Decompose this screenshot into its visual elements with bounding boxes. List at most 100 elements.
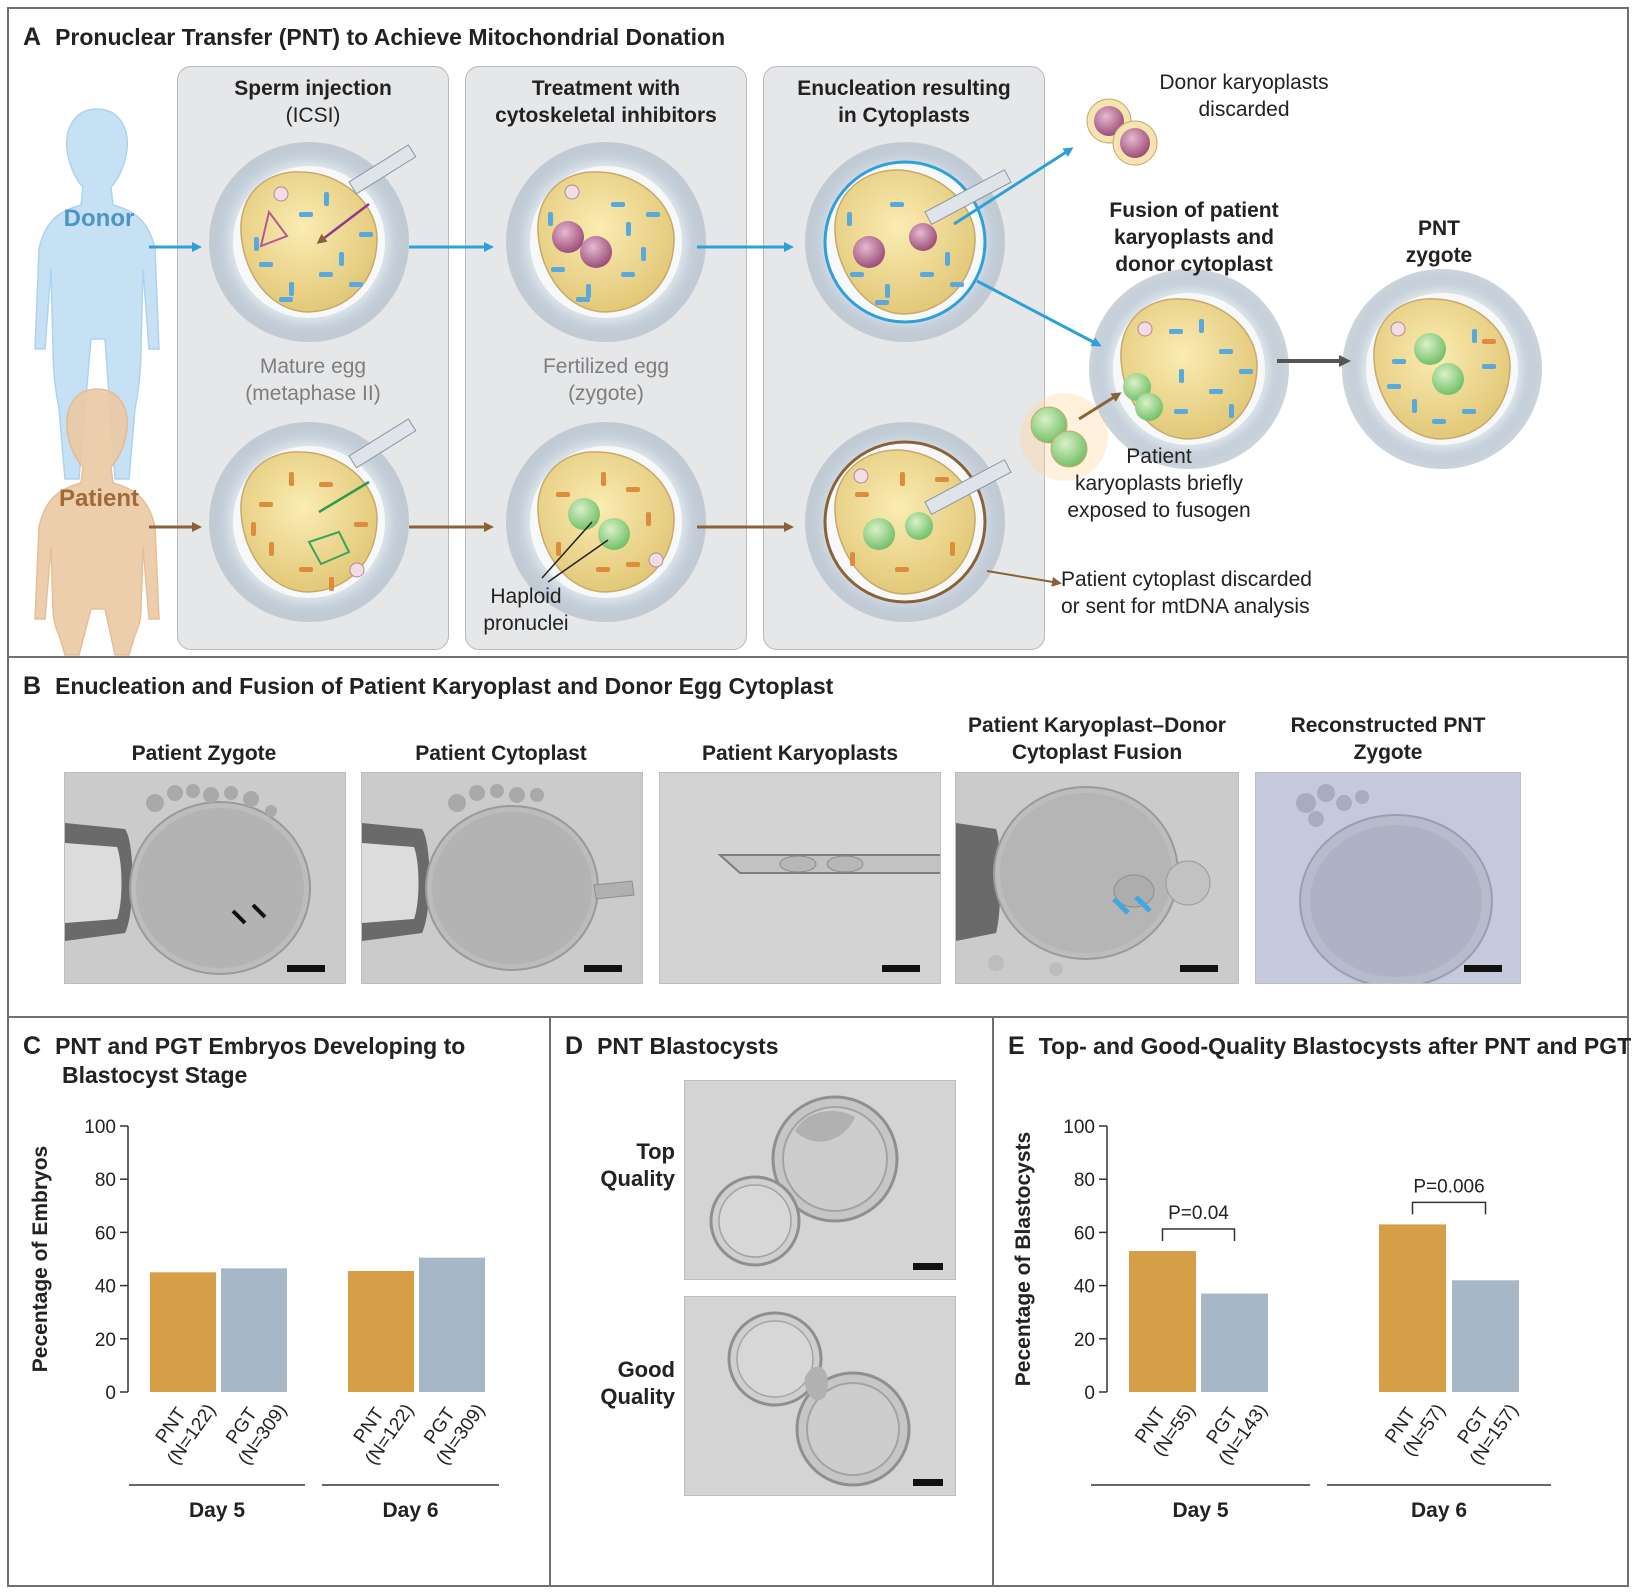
mature-egg-label: Mature egg (metaphase II)	[245, 355, 381, 405]
group-label: Day 6	[1411, 1499, 1467, 1522]
fused-egg	[1089, 269, 1289, 469]
p-value-label: P=0.04	[1168, 1203, 1229, 1224]
scale-bar	[584, 965, 622, 972]
patient-enucleated-egg	[805, 422, 1012, 622]
b-label-patient-karyoplasts: Patient Karyoplasts	[701, 742, 899, 765]
y-tick-label: 20	[95, 1330, 116, 1351]
x-tick-label: PNT(N=122)	[145, 1388, 220, 1469]
y-tick-label: 0	[1084, 1383, 1095, 1404]
panel-d-letter: D	[565, 1032, 584, 1060]
y-axis-title: Pecentage of Embryos	[29, 1146, 52, 1372]
patient-karyoplasts-label: Patient karyoplasts briefly exposed to f…	[1067, 445, 1251, 522]
donor-karyoplasts-label: Donor karyoplasts discarded	[1159, 71, 1329, 121]
photo-fusion	[955, 772, 1239, 984]
b-label-patient-cytoplast: Patient Cytoplast	[415, 742, 587, 765]
x-tick-label: PGT(N=309)	[216, 1388, 291, 1469]
good-quality-label: Good Quality	[600, 1357, 675, 1409]
bar	[1452, 1280, 1519, 1392]
y-tick-label: 80	[1074, 1170, 1095, 1191]
top-quality-label: Top Quality	[600, 1139, 675, 1191]
photo-patient-zygote	[64, 772, 346, 984]
haploid-label: Haploid pronuclei	[483, 585, 569, 635]
patient-zygote	[506, 422, 706, 622]
photo-top-quality-blastocyst	[684, 1080, 956, 1280]
bar	[221, 1268, 287, 1392]
bar	[150, 1272, 216, 1392]
bar	[419, 1257, 485, 1392]
b-label-reconstructed: Reconstructed PNT Zygote	[1290, 714, 1486, 764]
panel-a-letter: A	[23, 23, 42, 51]
bar	[1201, 1293, 1268, 1392]
step-inhibitors-title: Treatment with cytoskeletal inhibitors	[495, 77, 717, 127]
p-value-label: P=0.006	[1413, 1176, 1484, 1197]
panel-b-letter: B	[23, 672, 42, 700]
y-tick-label: 20	[1074, 1330, 1095, 1351]
b-label-fusion: Patient Karyoplast–Donor Cytoplast Fusio…	[968, 714, 1226, 764]
pnt-zygote-label: PNT zygote	[1405, 217, 1473, 267]
scale-bar	[287, 965, 325, 972]
scale-bar	[1464, 965, 1502, 972]
y-tick-label: 60	[95, 1223, 116, 1244]
x-tick-label: PGT(N=309)	[414, 1388, 489, 1469]
scale-bar	[882, 965, 920, 972]
x-tick-label: PGT(N=157)	[1448, 1388, 1523, 1469]
y-tick-label: 40	[1074, 1277, 1095, 1298]
patient-cytoplast-label: Patient cytoplast discarded or sent for …	[1061, 568, 1312, 618]
fusion-label: Fusion of patient karyoplasts and donor …	[1109, 199, 1279, 276]
patient-karyoplast-arrow	[1078, 392, 1122, 421]
group-label: Day 5	[189, 1499, 245, 1522]
significance-bracket	[1411, 1201, 1487, 1215]
step-enucleation-title: Enucleation resulting in Cytoplasts	[797, 77, 1011, 127]
x-tick-label: PNT(N=57)	[1381, 1388, 1450, 1461]
scale-bar	[913, 1479, 943, 1486]
donor-cytoplast-arrow	[976, 279, 1102, 347]
panel-c-letter: C	[23, 1032, 42, 1060]
donor-zygote	[506, 142, 706, 342]
group-label: Day 5	[1172, 1499, 1228, 1522]
y-tick-label: 100	[84, 1117, 116, 1138]
panel-a-diagram	[34, 108, 160, 656]
bar	[348, 1270, 414, 1392]
scale-bar	[913, 1263, 943, 1270]
panel-e-letter: E	[1008, 1032, 1025, 1060]
donor-mature-egg	[209, 142, 417, 342]
donor-karyoplasts	[1086, 98, 1158, 166]
donor-karyoplast-arrow	[953, 147, 1074, 226]
b-label-patient-zygote: Patient Zygote	[131, 742, 277, 765]
photo-patient-cytoplast	[361, 772, 643, 984]
y-tick-label: 80	[95, 1170, 116, 1191]
y-tick-label: 60	[1074, 1223, 1095, 1244]
donor-silhouette	[34, 108, 160, 480]
patient-mature-egg	[209, 418, 417, 622]
patient-cytoplast-arrow	[986, 570, 1062, 587]
patient-karyoplasts	[1020, 393, 1108, 481]
photo-reconstructed-zygote	[1255, 772, 1521, 984]
y-tick-label: 40	[95, 1277, 116, 1298]
y-tick-label: 100	[1063, 1117, 1095, 1138]
y-tick-label: 0	[105, 1383, 116, 1404]
bar	[1129, 1251, 1196, 1392]
patient-silhouette	[34, 388, 160, 656]
step-icsi-title: Sperm injection (ICSI)	[234, 77, 392, 127]
significance-bracket	[1161, 1228, 1236, 1242]
pnt-zygote-illustration	[1342, 269, 1542, 469]
photo-good-quality-blastocyst	[684, 1296, 956, 1496]
donor-enucleated-egg	[805, 142, 1012, 342]
donor-label: Donor	[63, 205, 135, 232]
group-label: Day 6	[382, 1499, 438, 1522]
photo-patient-karyoplasts	[659, 772, 941, 984]
panel-a-cells	[149, 98, 1542, 622]
x-tick-label: PGT(N=143)	[1197, 1388, 1272, 1469]
y-axis-title: Pecentage of Blastocysts	[1012, 1132, 1035, 1386]
